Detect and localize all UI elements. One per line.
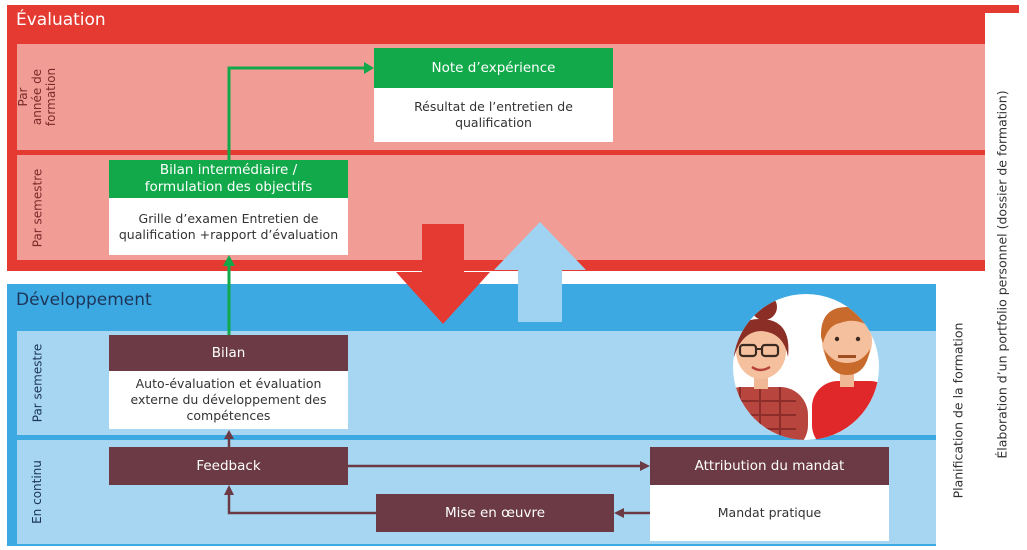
attribution-mandat-body: Mandat pratique (717, 505, 822, 520)
evaluation-title: Évaluation (16, 10, 106, 30)
people-illustration (733, 294, 879, 440)
bilan-body: Auto-évaluation et évaluation externe du… (130, 376, 327, 423)
attribution-mandat-box: Attribution du mandat Mandat pratique (650, 447, 889, 541)
planification-label: Planification de la formation (950, 322, 966, 498)
feedback-box: Feedback (109, 447, 348, 485)
bilan-intermediaire-box: Bilan intermédiaire / formulation des ob… (109, 160, 348, 255)
portfolio-column: Élaboration d’un portfolio personnel (do… (985, 13, 1019, 536)
bilan-intermediaire-header: Bilan intermédiaire / formulation des ob… (109, 160, 348, 198)
development-title: Développement (16, 290, 152, 310)
down-arrow-icon (396, 224, 490, 324)
note-experience-header: Note d’expérience (374, 48, 613, 88)
up-arrow-icon (494, 222, 586, 322)
mise-en-oeuvre-box: Mise en œuvre (376, 494, 614, 532)
bilan-header: Bilan (109, 335, 348, 371)
planification-column: Planification de la formation (938, 284, 978, 536)
note-experience-body: Résultat de l’entretien de qualification (414, 99, 573, 130)
portfolio-label: Élaboration d’un portfolio personnel (do… (994, 90, 1010, 459)
attribution-mandat-header: Attribution du mandat (650, 447, 889, 485)
note-experience-box: Note d’expérience Résultat de l’entretie… (374, 48, 613, 142)
bilan-box: Bilan Auto-évaluation et évaluation exte… (109, 335, 348, 429)
bilan-intermediaire-body: Grille d’examen Entretien de qualificati… (118, 210, 339, 242)
